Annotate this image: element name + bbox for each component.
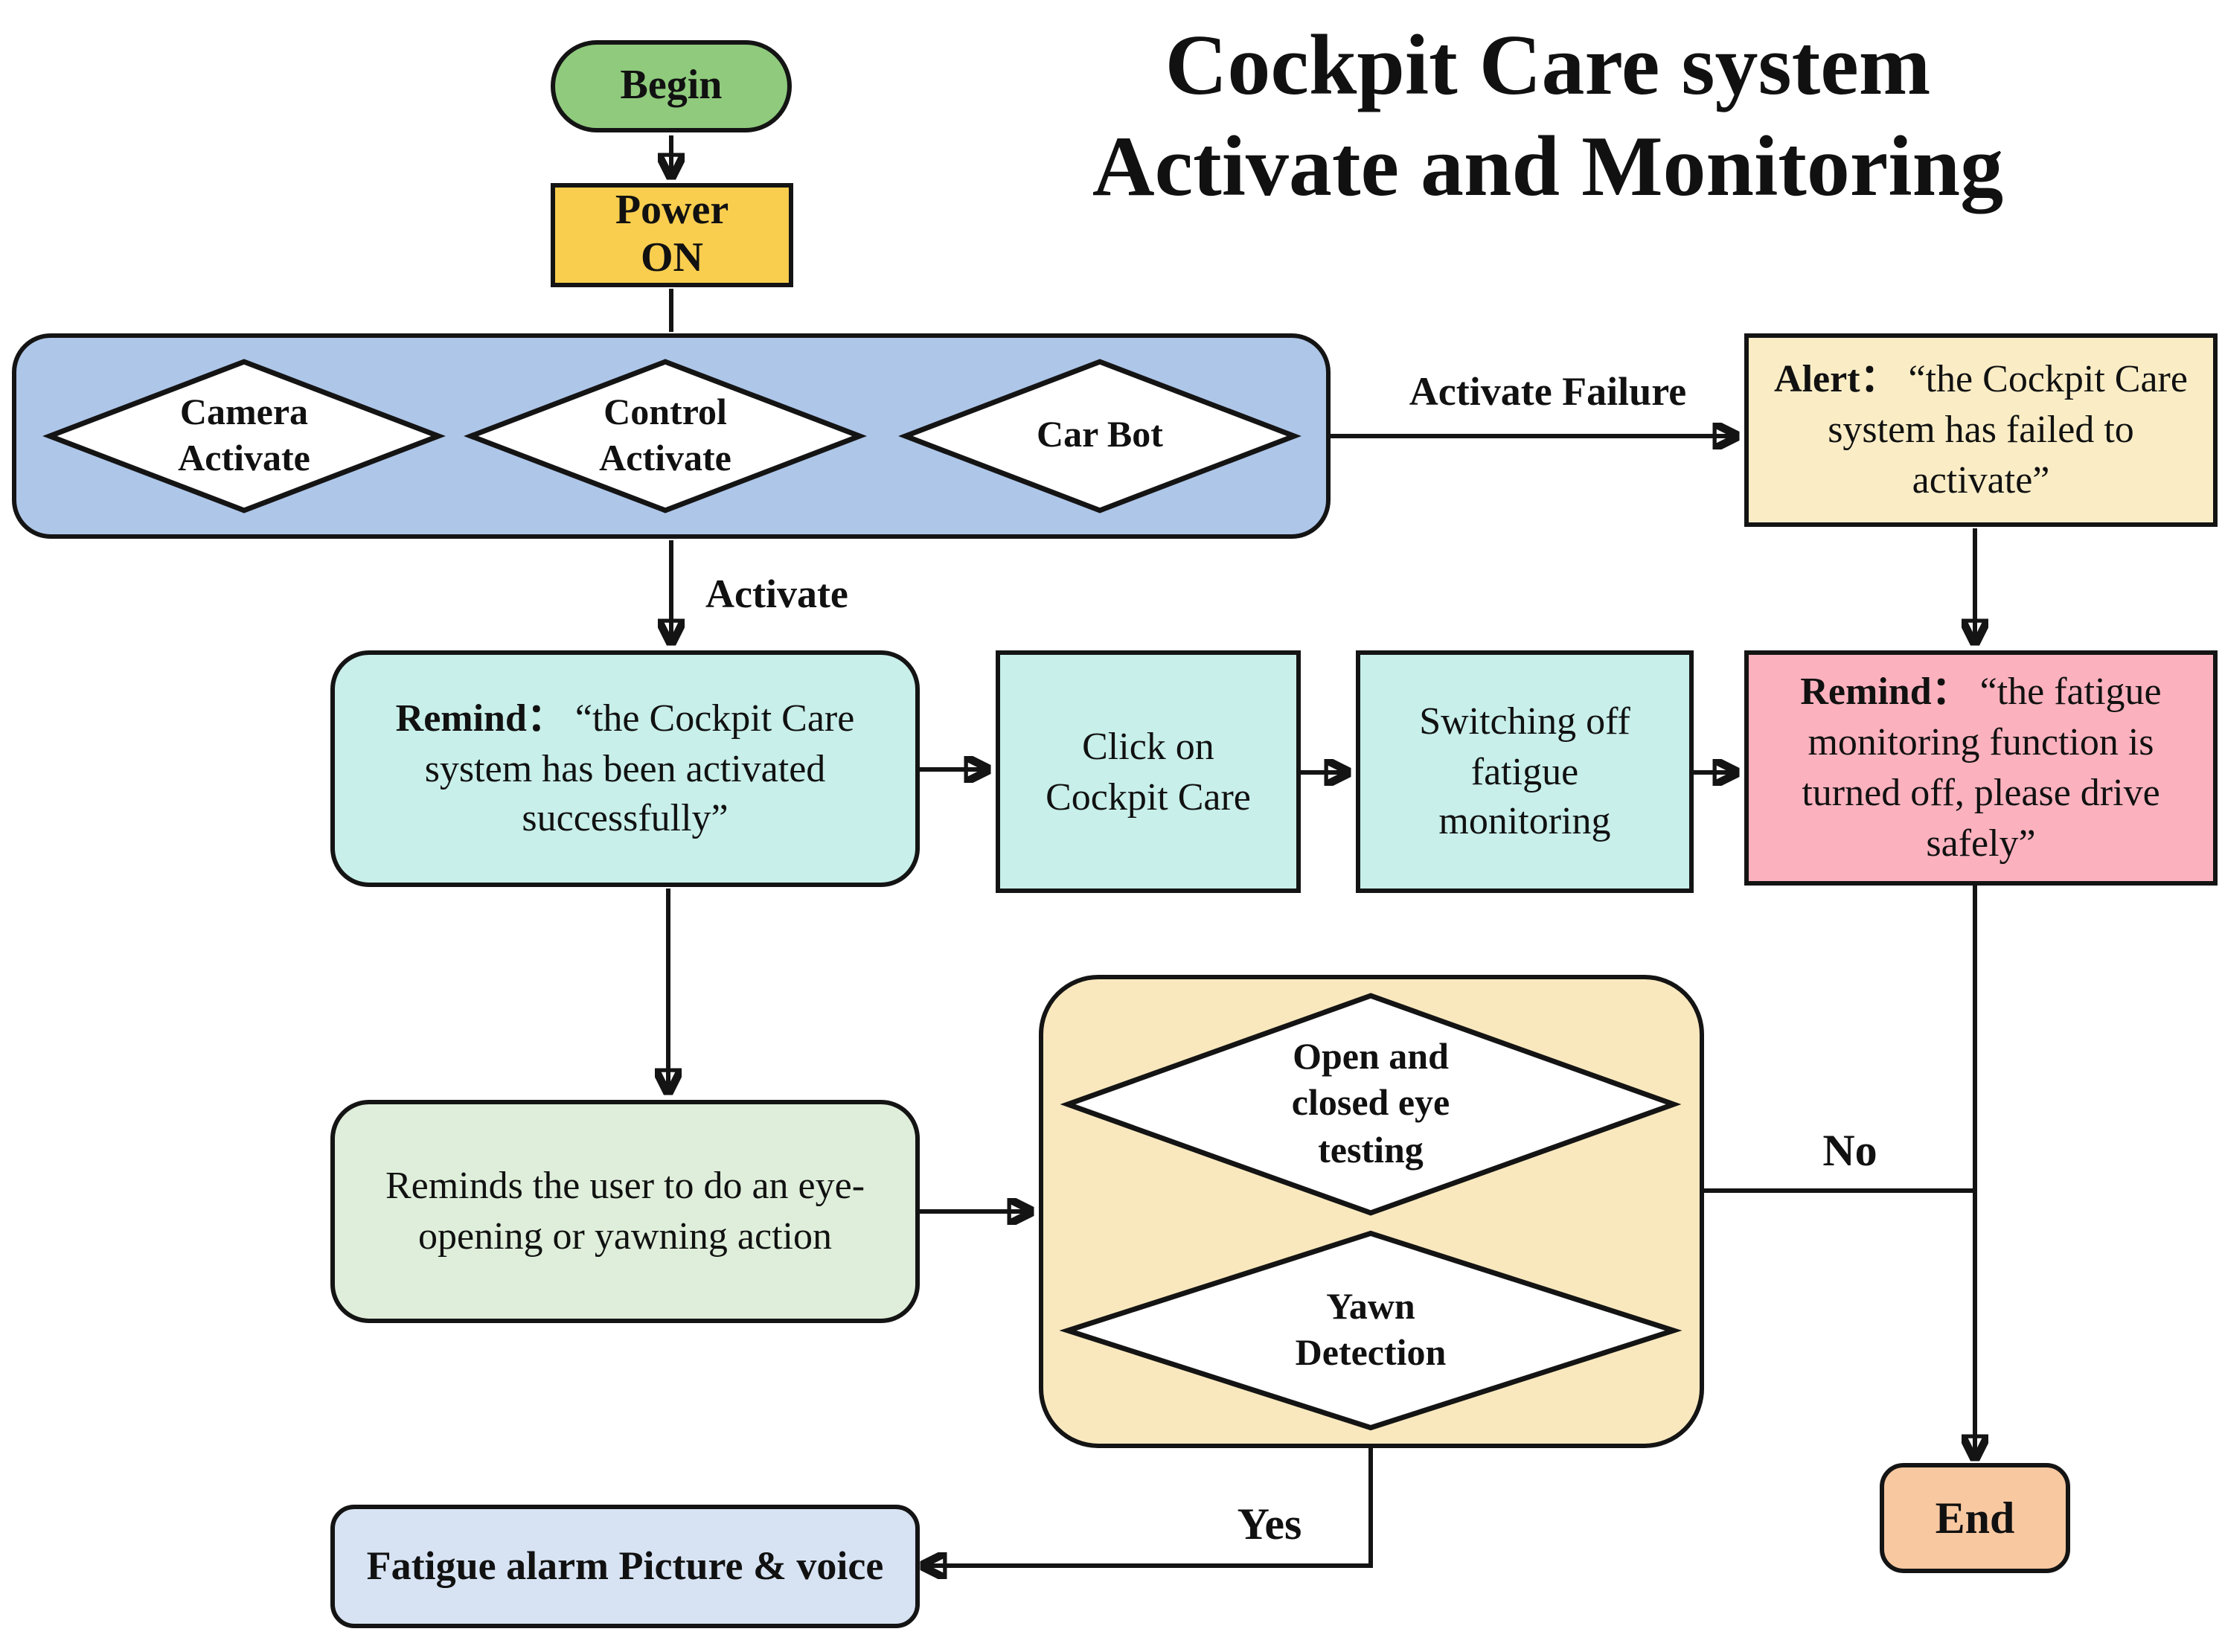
eye-reminder-node: Reminds the user to do an eye-opening or… <box>330 1100 920 1323</box>
remind-success-text: Remind： “the Cockpit Care system has bee… <box>359 694 891 845</box>
fatigue-alarm-node: Fatigue alarm Picture & voice <box>330 1505 920 1628</box>
activate-failure-edge-label: Activate Failure <box>1409 369 1687 414</box>
alert-body: “the Cockpit Care system has failed to a… <box>1828 357 2188 502</box>
edge-detection-yes-branch <box>924 1448 1373 1566</box>
click-cockpit-care-node: Click on Cockpit Care <box>996 650 1301 893</box>
end-node: End <box>1880 1463 2070 1573</box>
remind-success-node: Remind： “the Cockpit Care system has bee… <box>330 650 920 887</box>
control-activate-label: Control Activate <box>599 392 731 480</box>
begin-node: Begin <box>551 40 792 132</box>
alert-prefix: Alert： <box>1774 357 1899 401</box>
remind-success-prefix: Remind： <box>395 696 566 740</box>
open-closed-eye-label: Open and closed eye testing <box>1291 1037 1450 1171</box>
car-bot-diamond: Car Bot <box>897 359 1302 513</box>
power-on-node: Power ON <box>551 183 793 287</box>
alert-failure-text: Alert： “the Cockpit Care system has fail… <box>1773 355 2189 506</box>
page-title-line1: Cockpit Care system <box>1165 16 1931 113</box>
yes-edge-label: Yes <box>1237 1500 1302 1549</box>
camera-activate-label: Camera Activate <box>178 392 310 480</box>
open-closed-eye-diamond: Open and closed eye testing <box>1055 991 1686 1217</box>
switch-off-monitoring-node: Switching off fatigue monitoring <box>1356 650 1694 893</box>
remind-turned-off-body: “the fatigue monitoring function is turn… <box>1802 670 2162 865</box>
page-title: Cockpit Care system Activate and Monitor… <box>1034 15 2061 219</box>
yawn-detection-diamond: Yawn Detection <box>1055 1229 1686 1432</box>
activate-edge-label: Activate <box>705 572 848 616</box>
remind-turned-off-text: Remind： “the fatigue monitoring function… <box>1773 667 2189 868</box>
remind-turned-off-node: Remind： “the fatigue monitoring function… <box>1744 650 2218 886</box>
remind-success-body: “the Cockpit Care system has been activa… <box>424 696 855 840</box>
remind-turned-off-prefix: Remind： <box>1800 670 1970 714</box>
yawn-detection-label: Yawn Detection <box>1295 1287 1447 1374</box>
alert-failure-node: Alert： “the Cockpit Care system has fail… <box>1744 333 2218 527</box>
page-title-line2: Activate and Monitoring <box>1092 118 2004 215</box>
camera-activate-diamond: Camera Activate <box>42 359 446 513</box>
control-activate-diamond: Control Activate <box>463 359 868 513</box>
no-edge-label: No <box>1822 1127 1877 1176</box>
car-bot-label: Car Bot <box>1037 415 1163 456</box>
